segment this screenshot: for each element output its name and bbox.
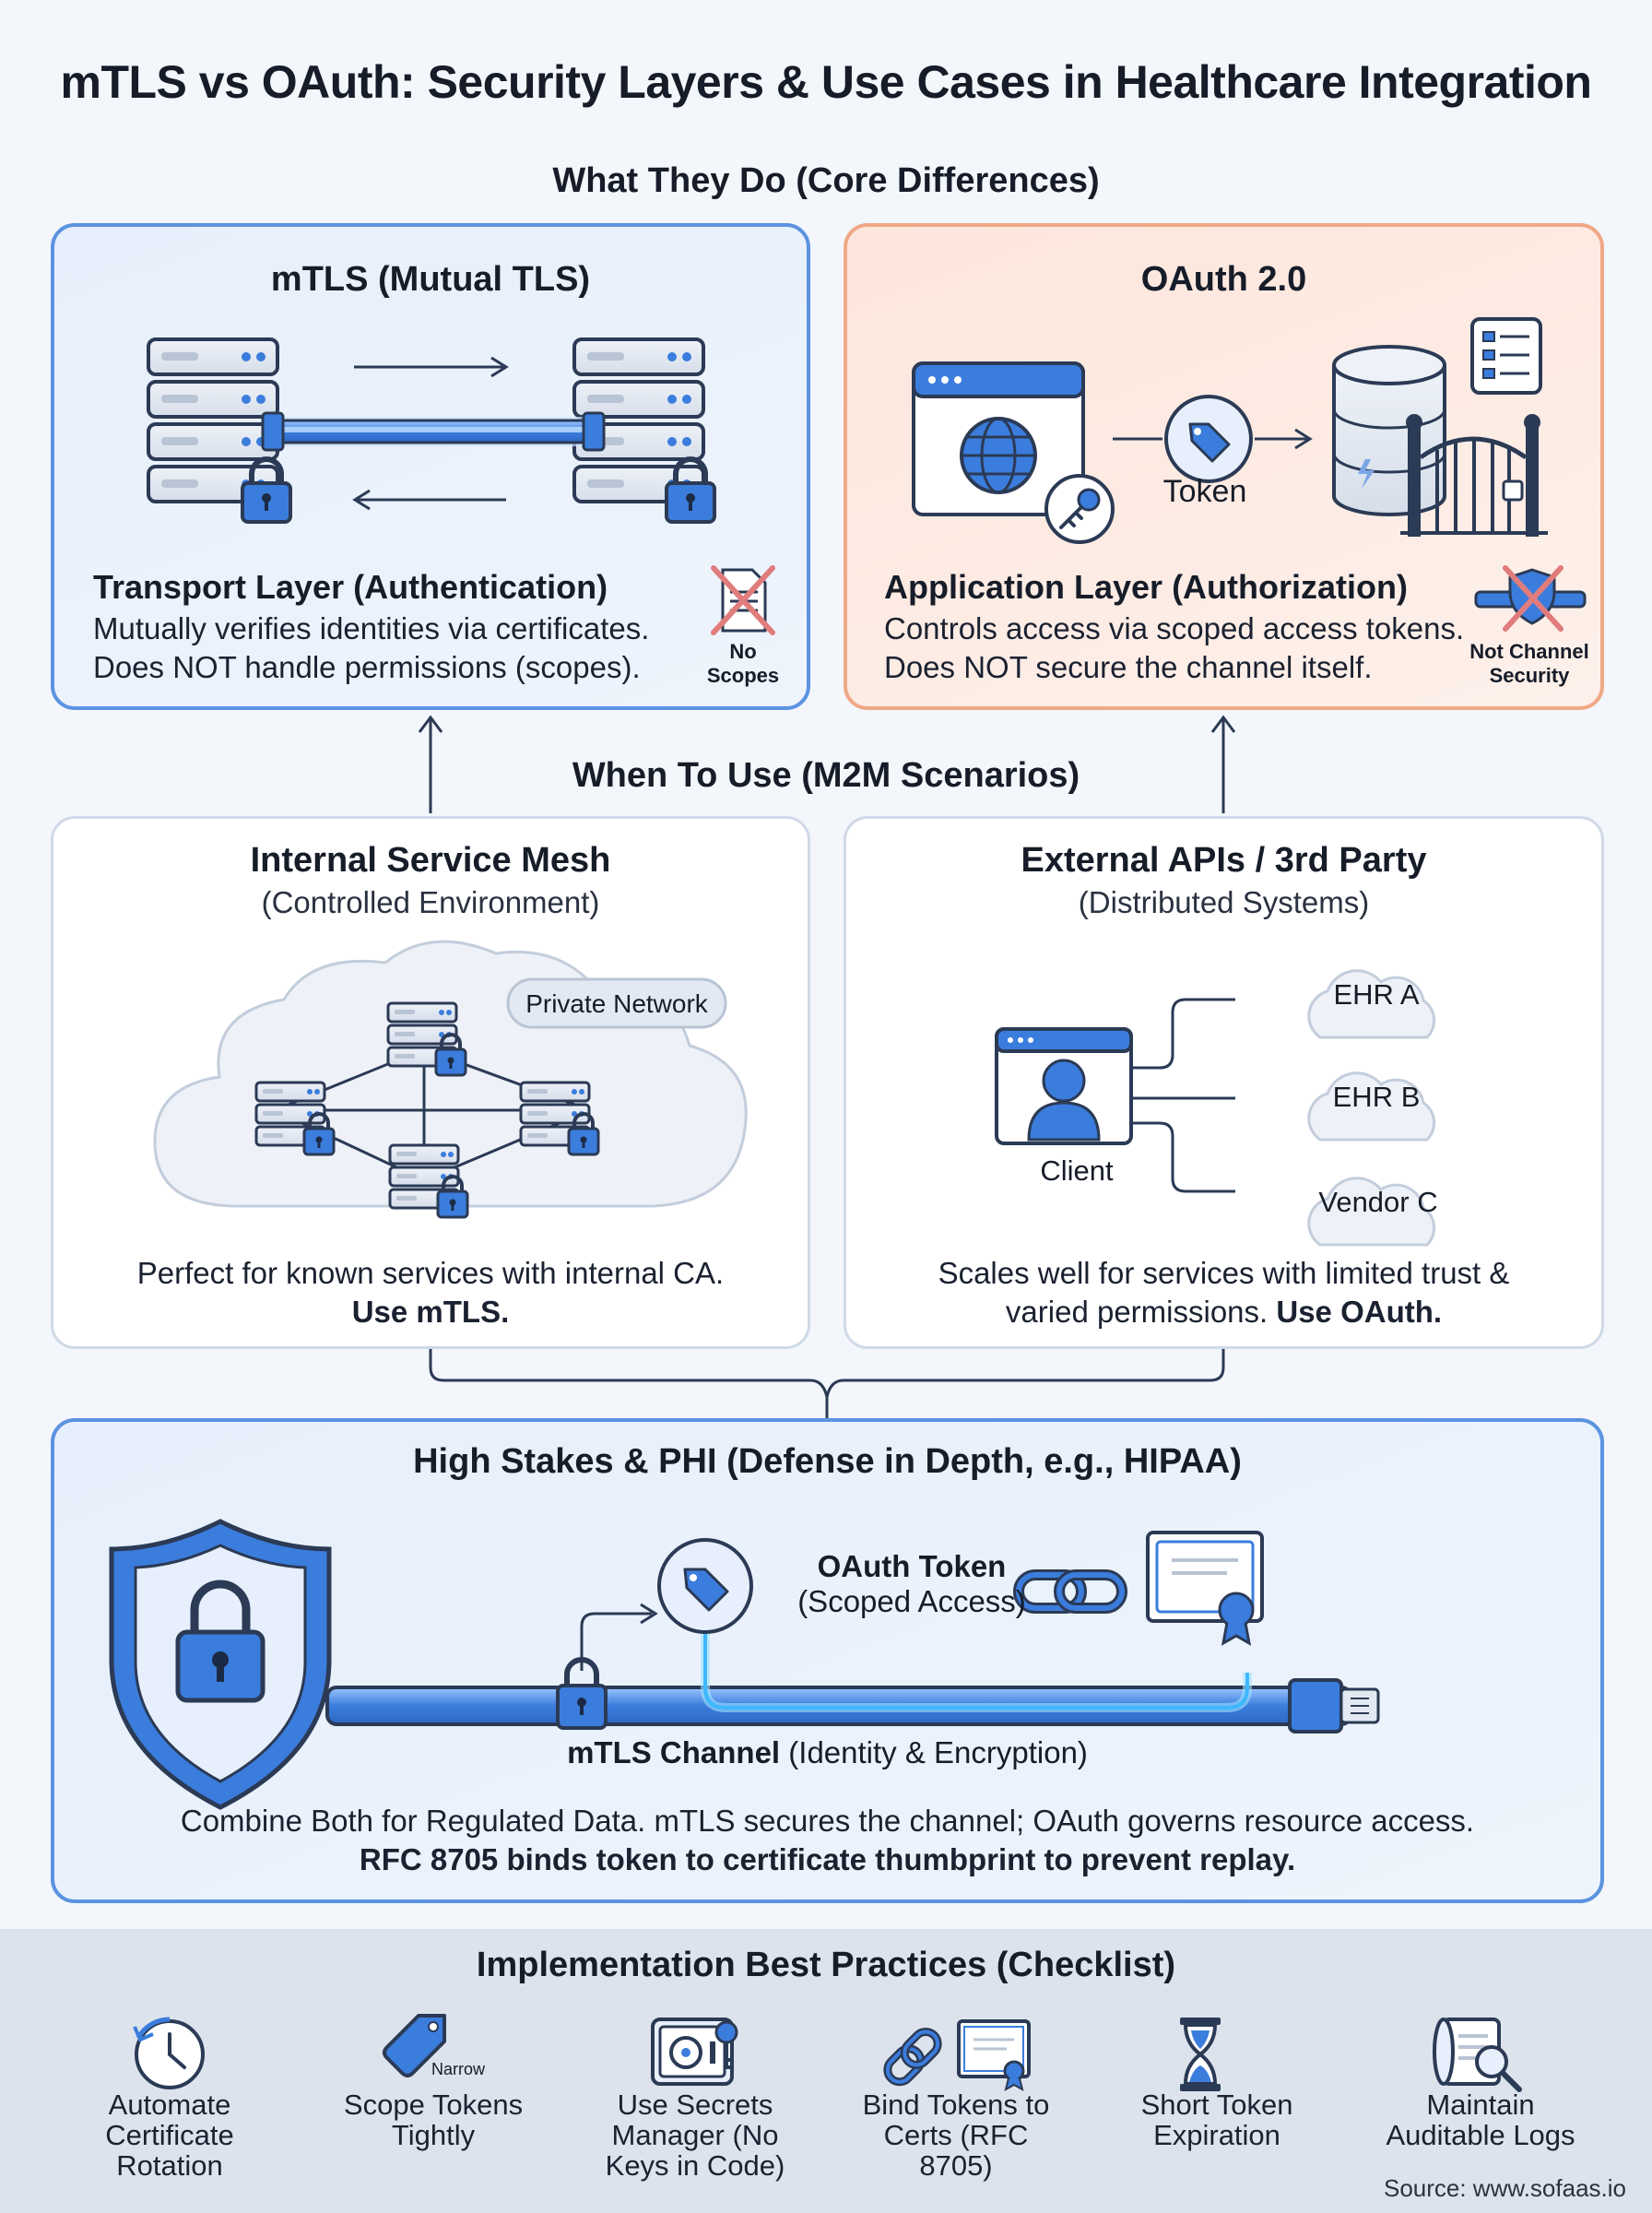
mtls-channel-bold: mTLS Channel [567, 1735, 781, 1769]
chain-link-icon [1013, 1569, 1127, 1614]
token-tag-icon [1164, 395, 1253, 483]
clock-rotate-icon [133, 2017, 205, 2089]
defense-in-depth-illustration [109, 1519, 1380, 1810]
hourglass-icon [1180, 2018, 1221, 2091]
mtls-channel-rest: (Identity & Encryption) [788, 1735, 1088, 1769]
practice-short-expiration: Short Token Expiration [1140, 2089, 1293, 2151]
token-label: Token [1162, 474, 1247, 509]
target-ehr-b: EHR B [1332, 1081, 1421, 1113]
shield-lock-icon [109, 1519, 332, 1810]
mesh-server-top [386, 1001, 467, 1077]
key-icon [1044, 474, 1115, 544]
channel-lock-icon [556, 1657, 608, 1730]
best-practices-heading: Implementation Best Practices (Checklist… [476, 1946, 1176, 1984]
best-practices-band: Implementation Best Practices (Checklist… [0, 1929, 1652, 2213]
client-icon [995, 1027, 1133, 1145]
phi-card-heading: High Stakes & PHI (Defense in Depth, e.g… [413, 1442, 1242, 1481]
mtls-card-heading: mTLS (Mutual TLS) [270, 260, 591, 299]
private-network-illustration [153, 940, 748, 1219]
source-credit: Source: www.sofaas.io [1383, 2174, 1626, 2202]
oauth-description-line2: Does NOT secure the channel itself. [884, 650, 1373, 684]
mesh-server-right [519, 1081, 600, 1156]
phi-card: High Stakes & PHI (Defense in Depth, e.g… [51, 1418, 1604, 1903]
no-scopes-badge: No Scopes [706, 640, 780, 687]
section-heading-when: When To Use (M2M Scenarios) [572, 756, 1080, 795]
mtls-layer-title: Transport Layer (Authentication) [93, 568, 608, 606]
client-label: Client [1040, 1154, 1114, 1187]
connector-arrows-up [418, 715, 1236, 813]
external-description-line2-a: varied permissions. [1005, 1295, 1268, 1329]
narrow-tag-label: Narrow [431, 2060, 485, 2078]
oauth-card-heading: OAuth 2.0 [1140, 260, 1307, 299]
target-vendor-c: Vendor C [1318, 1186, 1438, 1218]
oauth-card: OAuth 2.0 [844, 223, 1604, 710]
internal-card-heading: Internal Service Mesh [250, 841, 611, 880]
external-apis-card: External APIs / 3rd Party (Distributed S… [844, 816, 1604, 1349]
phi-description-line1: Combine Both for Regulated Data. mTLS se… [180, 1804, 1475, 1838]
internal-card-sub: (Controlled Environment) [261, 885, 600, 919]
external-card-heading: External APIs / 3rd Party [1021, 841, 1427, 880]
mesh-server-left [254, 1081, 336, 1156]
target-ehr-a: EHR A [1333, 978, 1420, 1011]
database-icon [1332, 345, 1446, 516]
external-description-line2-b: Use OAuth. [1276, 1295, 1443, 1329]
practice-automate-rotation: Automate Certificate Rotation [105, 2089, 234, 2182]
best-practices-icons [133, 2014, 1522, 2092]
certificate-icon [1146, 1531, 1264, 1646]
mtls-card: mTLS (Mutual TLS) Transport Layer (A [51, 223, 810, 710]
internal-mesh-card: Internal Service Mesh (Controlled Enviro… [51, 816, 810, 1349]
practice-secrets-manager: Use Secrets Manager (No Keys in Code) [605, 2089, 785, 2182]
oauth-token-icon [657, 1538, 753, 1634]
practice-scope-tokens: Scope Tokens Tightly [343, 2089, 524, 2151]
phi-description-line2: RFC 8705 binds token to certificate thum… [359, 1842, 1296, 1876]
cloud-ehr-a [1307, 969, 1436, 1039]
internal-description-line1: Perfect for known services with internal… [136, 1256, 725, 1290]
section-heading-core: What They Do (Core Differences) [552, 161, 1100, 200]
practice-bind-tokens: Bind Tokens to Certs (RFC 8705) [862, 2089, 1050, 2182]
oauth-description-line1: Controls access via scoped access tokens… [884, 611, 1465, 645]
tag-icon [383, 2014, 446, 2077]
not-channel-security-badge: Not Channel Security [1469, 640, 1589, 687]
mtls-handshake-illustration [147, 337, 807, 550]
mesh-server-bottom [388, 1143, 469, 1219]
checklist-icon [1470, 317, 1542, 395]
globe-icon [960, 417, 1037, 494]
gate-icon [1400, 414, 1548, 537]
practice-auditable-logs: Maintain Auditable Logs [1386, 2089, 1575, 2151]
bracket-connector [429, 1349, 1225, 1419]
log-search-icon [1433, 2018, 1522, 2092]
not-channel-security-icon [1474, 565, 1587, 632]
external-topology-illustration [995, 969, 1436, 1247]
safe-icon [651, 2018, 738, 2086]
oauth-token-sub: (Scoped Access) [797, 1584, 1026, 1618]
external-description-line1: Scales well for services with limited tr… [938, 1256, 1510, 1290]
mtls-channel-caption: mTLS Channel (Identity & Encryption) [54, 1735, 1600, 1770]
internal-description-line2: Use mTLS. [351, 1295, 510, 1329]
cloud-vendor-c [1307, 1177, 1436, 1247]
chain-certificate-icon [883, 2019, 1031, 2091]
private-network-label: Private Network [525, 989, 708, 1018]
page-title: mTLS vs OAuth: Security Layers & Use Cas… [60, 56, 1592, 108]
oauth-flow-illustration [912, 317, 1548, 544]
no-scopes-icon [711, 565, 775, 635]
oauth-token-title: OAuth Token [817, 1549, 1007, 1583]
oauth-layer-title: Application Layer (Authorization) [884, 568, 1409, 606]
external-description-line2: varied permissions. Use OAuth. [846, 1293, 1601, 1331]
mtls-description-line2: Does NOT handle permissions (scopes). [93, 650, 641, 684]
external-card-sub: (Distributed Systems) [1078, 885, 1370, 919]
cloud-ehr-b [1307, 1071, 1436, 1142]
mtls-description-line1: Mutually verifies identities via certifi… [93, 611, 650, 645]
